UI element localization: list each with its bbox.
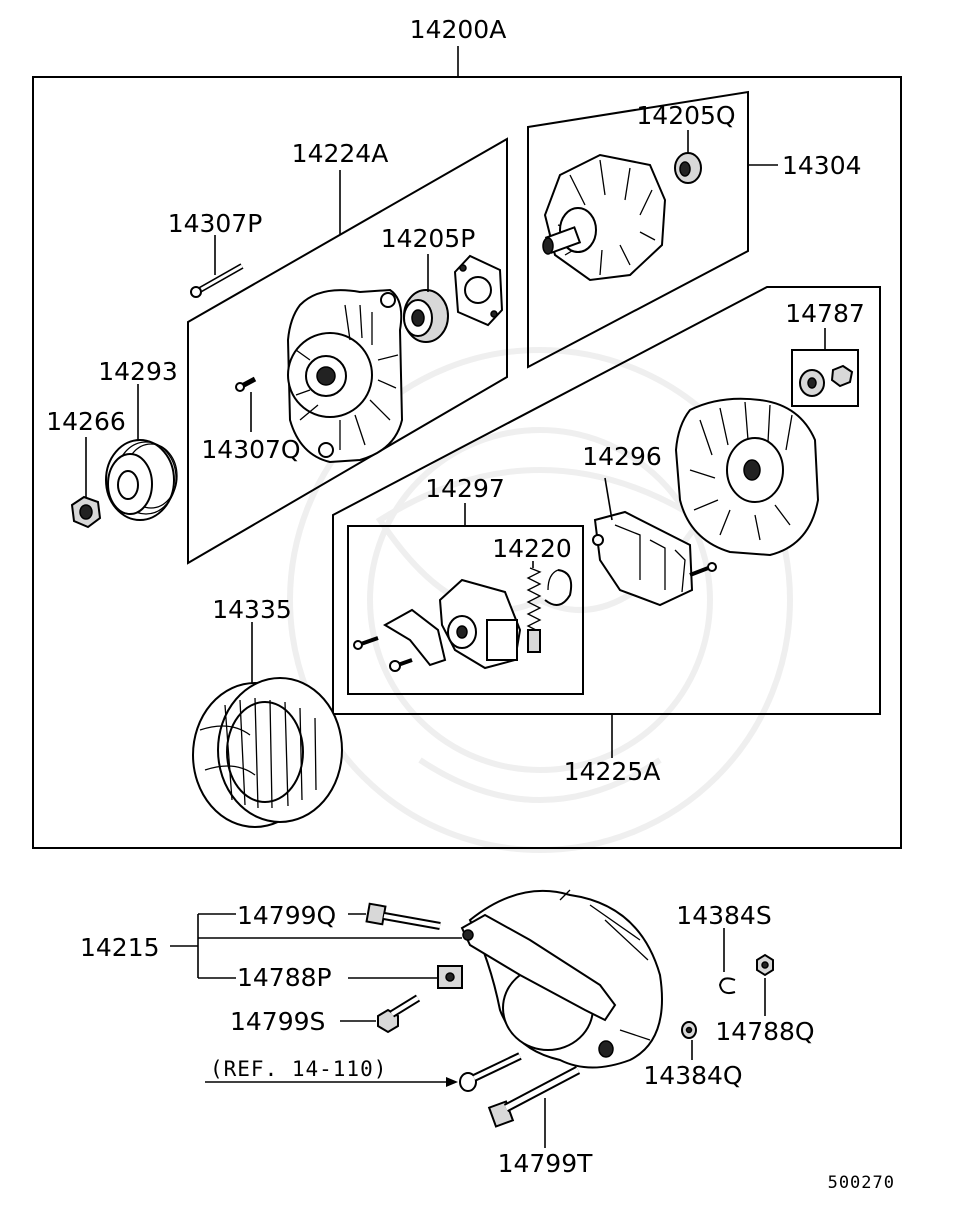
alternator-body-drawing xyxy=(460,889,663,1069)
part-label-14304[interactable]: 14304 xyxy=(782,151,862,180)
front-housing-drawing xyxy=(286,288,404,464)
rear-housing-drawing xyxy=(674,397,820,557)
part-label-14788Q[interactable]: 14788Q xyxy=(715,1017,814,1046)
part-label-14296[interactable]: 14296 xyxy=(582,442,662,471)
bolt-14799T-drawing xyxy=(487,1066,581,1128)
insulator-14787-drawing xyxy=(799,364,854,397)
bolt-14307P-drawing xyxy=(190,263,244,298)
rotor-drawing xyxy=(542,153,667,282)
part-label-14788P[interactable]: 14788P xyxy=(237,963,332,992)
screw-14307Q-drawing xyxy=(235,376,257,392)
rear-housing-outline xyxy=(332,286,881,715)
rotor-outline xyxy=(527,90,749,369)
part-label-14293[interactable]: 14293 xyxy=(98,357,178,386)
part-label-14200A[interactable]: 14200A xyxy=(410,15,507,44)
part-label-14787[interactable]: 14787 xyxy=(785,299,865,328)
regulator-14297-drawing xyxy=(353,578,522,672)
part-label-14335[interactable]: 14335 xyxy=(212,595,292,624)
retainer-plate-drawing xyxy=(453,254,504,327)
lock-washer-14384S-drawing xyxy=(718,977,736,995)
part-label-14266[interactable]: 14266 xyxy=(46,407,126,436)
bolt-14799Q-drawing xyxy=(365,902,441,930)
bearing-14205P-drawing xyxy=(403,289,449,343)
front-housing-group: 14224A 14307P 14205P xyxy=(168,137,508,565)
nut-14266-drawing xyxy=(70,495,102,529)
brush-14220-drawing xyxy=(526,567,542,653)
part-label-14799Q[interactable]: 14799Q xyxy=(237,901,336,930)
part-label-14220[interactable]: 14220 xyxy=(492,534,572,563)
part-label-14307P[interactable]: 14307P xyxy=(168,209,263,238)
bolt-14799S-drawing xyxy=(377,994,421,1034)
part-label-14307Q[interactable]: 14307Q xyxy=(201,435,300,464)
part-label-14205P[interactable]: 14205P xyxy=(381,224,476,253)
front-housing-outline xyxy=(187,137,508,565)
part-label-14799S[interactable]: 14799S xyxy=(230,1007,325,1036)
part-label-14205Q[interactable]: 14205Q xyxy=(636,101,735,130)
reference-note-ref-14-110[interactable]: (REF. 14-110) xyxy=(210,1057,387,1081)
part-label-14224A[interactable]: 14224A xyxy=(292,139,389,168)
part-label-14215[interactable]: 14215 xyxy=(80,933,160,962)
rear-housing-group: 14225A 14787 14296 14297 xyxy=(332,286,881,786)
nut-14788P-drawing xyxy=(437,965,463,989)
part-label-14384S[interactable]: 14384S xyxy=(676,901,771,930)
part-label-14297[interactable]: 14297 xyxy=(425,474,505,503)
bearing-14205Q-drawing xyxy=(674,152,702,184)
assembly-outline xyxy=(32,76,902,849)
through-bolt-drawing xyxy=(459,1052,522,1092)
nut-14788Q-drawing xyxy=(756,953,774,977)
rotor-group: 14304 14205Q xyxy=(527,90,862,369)
part-label-14799T[interactable]: 14799T xyxy=(498,1149,594,1178)
alternator-assembly-group: 14200A xyxy=(32,15,902,849)
mounting-section: 14799Q 14215 14788P 14799S (REF. 14-110) xyxy=(80,889,815,1178)
stator-14335-drawing xyxy=(192,677,343,828)
rectifier-14296-drawing xyxy=(592,510,717,607)
pulley-14293-drawing xyxy=(105,439,178,521)
part-label-14384Q[interactable]: 14384Q xyxy=(643,1061,742,1090)
diagram-code: 500270 xyxy=(828,1173,895,1193)
part-label-14225A[interactable]: 14225A xyxy=(564,757,661,786)
snap-ring-drawing xyxy=(544,569,573,606)
washer-14384Q-drawing xyxy=(681,1021,697,1039)
